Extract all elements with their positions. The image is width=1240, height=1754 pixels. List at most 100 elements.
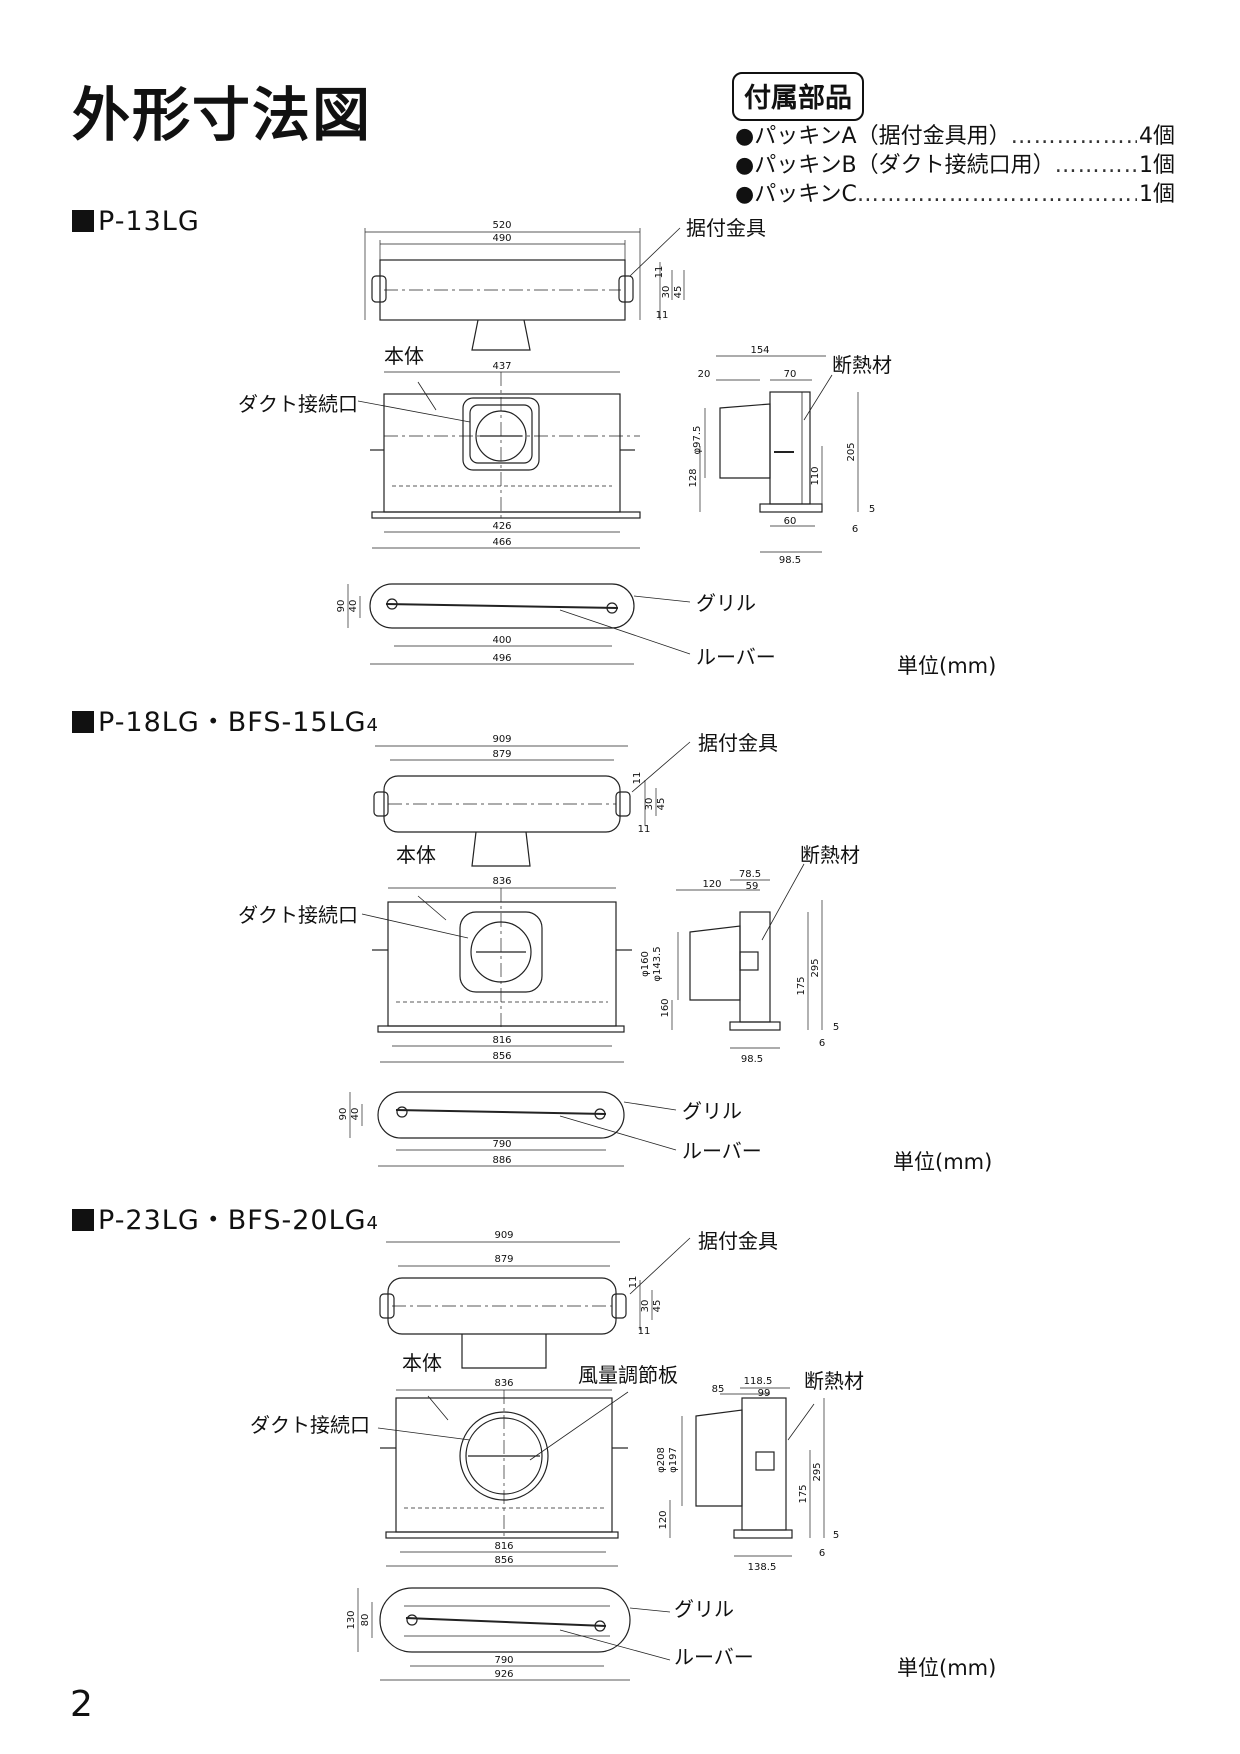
grille-callout: グリル (696, 591, 756, 615)
dim-label: 120 (702, 879, 721, 890)
dim-label: 11 (638, 1326, 651, 1337)
unit-label: 単位(mm) (897, 1656, 997, 1680)
dim-label: 59 (746, 881, 759, 892)
dim-label: φ208 (656, 1447, 667, 1473)
p13lg-side-view (699, 355, 859, 553)
model-name: P-23LG・BFS-20LG (98, 1205, 367, 1236)
dim-label: 11 (654, 266, 665, 279)
square-bullet-icon (72, 210, 94, 232)
model-name: P-13LG (98, 206, 200, 237)
dim-label: 128 (688, 468, 699, 487)
dim-label: 790 (492, 1139, 511, 1150)
accessory-item: ● パッキンB（ダクト接続口用） ………………………………………… 1個 (735, 151, 1175, 180)
dim-label: 886 (492, 1155, 511, 1166)
square-bullet-icon (72, 1209, 94, 1231)
dim-label: 6 (819, 1548, 825, 1559)
dim-label: 60 (784, 516, 797, 527)
dim-label: 175 (798, 1484, 809, 1503)
insulation-callout: 断熱材 (800, 843, 860, 867)
dim-label: 816 (494, 1541, 513, 1552)
damper-callout: 風量調節板 (578, 1363, 678, 1387)
dim-label: φ197 (668, 1447, 679, 1473)
dim-label: φ97.5 (692, 426, 703, 455)
dim-label: 205 (846, 442, 857, 461)
dim-label: 11 (656, 310, 669, 321)
dim-label: 138.5 (748, 1562, 777, 1573)
dim-label: 11 (638, 824, 651, 835)
p18lg-top-view (373, 741, 691, 867)
dim-label: 926 (494, 1669, 513, 1680)
dim-label: 295 (810, 958, 821, 977)
dim-label: 175 (796, 976, 807, 995)
square-bullet-icon (72, 711, 94, 733)
accessory-qty: 1個 (1139, 182, 1175, 207)
bracket-callout: 据付金具 (698, 731, 778, 755)
p18lg-front-view (361, 887, 632, 1063)
dim-label: 30 (661, 286, 672, 299)
accessory-name: パッキンA（据付金具用） (754, 124, 1011, 149)
duct-callout: ダクト接続口 (238, 903, 358, 927)
section-heading-p18lg: P-18LG・BFS-15LG4 (72, 700, 379, 739)
dim-label: 45 (673, 286, 684, 299)
dim-label: 78.5 (739, 869, 761, 880)
dim-label: 6 (819, 1038, 825, 1049)
dim-label: 45 (652, 1300, 663, 1313)
insulation-callout: 断熱材 (832, 353, 892, 377)
bullet-icon: ● (735, 124, 755, 149)
page-title: 外形寸法図 (72, 81, 373, 149)
dim-label: 98.5 (741, 1054, 763, 1065)
p13lg-front-view (357, 371, 641, 549)
p13lg-grille-view (347, 583, 691, 665)
dim-label: 99 (758, 1388, 771, 1399)
dim-label: 856 (494, 1555, 513, 1566)
p18lg-grille-view (349, 1091, 677, 1167)
p23lg-side-view (669, 1387, 825, 1557)
dim-label: 40 (348, 600, 359, 613)
duct-callout: ダクト接続口 (238, 392, 358, 416)
model-name: P-18LG・BFS-15LG (98, 707, 367, 738)
accessory-item: ● パッキンA（据付金具用） ………………………………………… 4個 (735, 122, 1175, 151)
dim-label: 98.5 (779, 555, 801, 566)
dim-label: 466 (492, 537, 511, 548)
dim-label: 496 (492, 653, 511, 664)
dim-label: 5 (833, 1530, 839, 1541)
dim-label: 879 (494, 1254, 513, 1265)
dim-label: 6 (852, 524, 858, 535)
dim-label: 120 (658, 1510, 669, 1529)
accessory-qty: 1個 (1139, 153, 1175, 178)
dim-label: 154 (750, 345, 769, 356)
accessory-name: パッキンB（ダクト接続口用） (754, 153, 1055, 178)
unit-label: 単位(mm) (897, 654, 997, 678)
dim-label: 110 (810, 466, 821, 485)
grille-callout: グリル (682, 1099, 742, 1123)
dim-label: 5 (869, 504, 875, 515)
body-callout: 本体 (384, 344, 424, 368)
dim-label: 90 (338, 1108, 349, 1121)
p23lg-grille-view (357, 1587, 671, 1681)
dim-label: 5 (833, 1022, 839, 1033)
dim-label: 80 (360, 1614, 371, 1627)
dim-label: 836 (492, 876, 511, 887)
dim-label: 437 (492, 361, 511, 372)
p18lg-side-view (671, 863, 823, 1049)
bracket-callout: 据付金具 (698, 1229, 778, 1253)
bullet-icon: ● (735, 153, 755, 178)
unit-label: 単位(mm) (893, 1150, 993, 1174)
section-heading-p23lg: P-23LG・BFS-20LG4 (72, 1198, 379, 1237)
accessory-name: パッキンC (754, 182, 857, 207)
louver-callout: ルーバー (674, 1645, 754, 1669)
duct-callout: ダクト接続口 (250, 1413, 370, 1437)
dim-label: 130 (346, 1610, 357, 1629)
p23lg-top-view (379, 1237, 691, 1369)
model-subscript: 4 (366, 1213, 379, 1234)
dim-label: 11 (632, 772, 643, 785)
accessory-item: ● パッキンC ………………………………………………………… 1個 (735, 180, 1175, 209)
dim-label: φ160 (640, 951, 651, 977)
p13lg-top-view (364, 227, 685, 351)
grille-callout: グリル (674, 1597, 734, 1621)
dim-label: 20 (698, 369, 711, 380)
dim-label: 40 (350, 1108, 361, 1121)
bullet-icon: ● (735, 182, 755, 207)
dim-label: 490 (492, 233, 511, 244)
dim-label: 426 (492, 521, 511, 532)
